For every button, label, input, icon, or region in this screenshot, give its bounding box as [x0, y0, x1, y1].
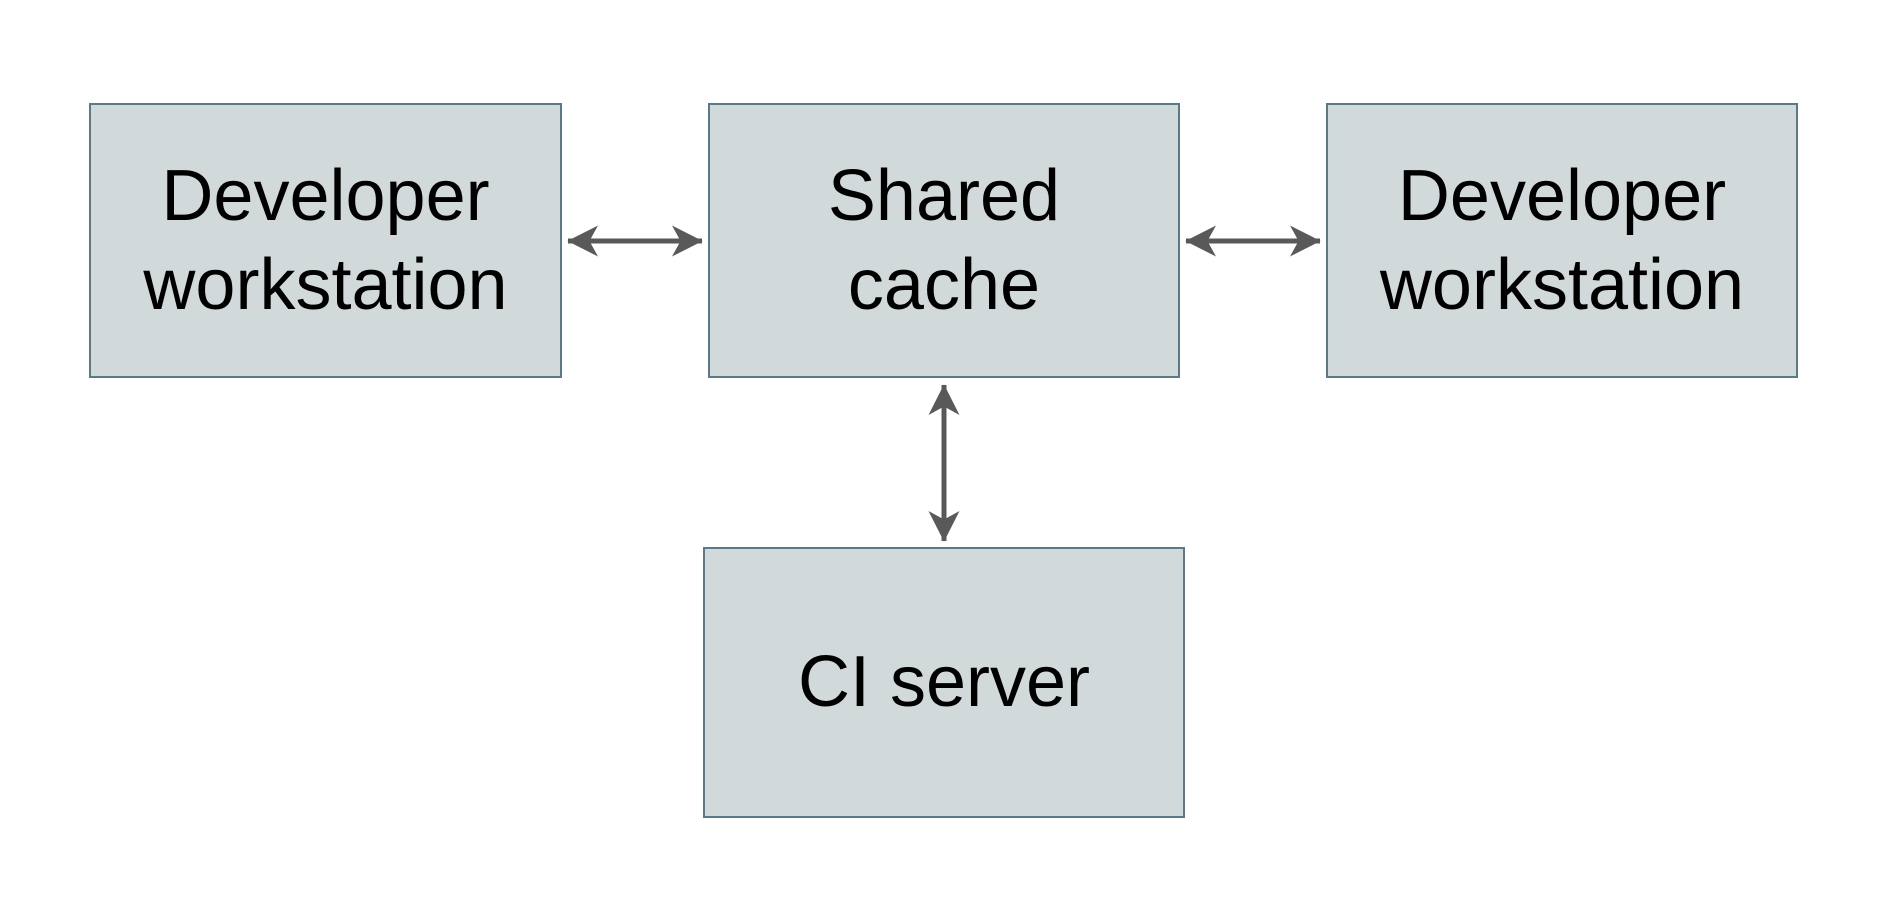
node-label-line: workstation — [1379, 244, 1745, 325]
node-label-line: cache — [847, 244, 1041, 325]
node-shared-cache: Shared cache — [708, 103, 1180, 378]
node-label-line: Developer — [161, 155, 490, 236]
node-label-line: Developer — [1397, 155, 1727, 236]
node-developer-workstation-left: Developer workstation — [89, 103, 562, 378]
node-label: CI server — [798, 638, 1090, 727]
node-label: Developer workstation — [1380, 152, 1744, 330]
node-label: Shared cache — [828, 152, 1060, 330]
node-label-line: Shared — [827, 155, 1061, 236]
node-developer-workstation-right: Developer workstation — [1326, 103, 1798, 378]
node-label: Developer workstation — [143, 152, 507, 330]
node-label-line: workstation — [143, 244, 508, 325]
node-label-line: CI server — [797, 642, 1091, 722]
node-ci-server: CI server — [703, 547, 1185, 818]
